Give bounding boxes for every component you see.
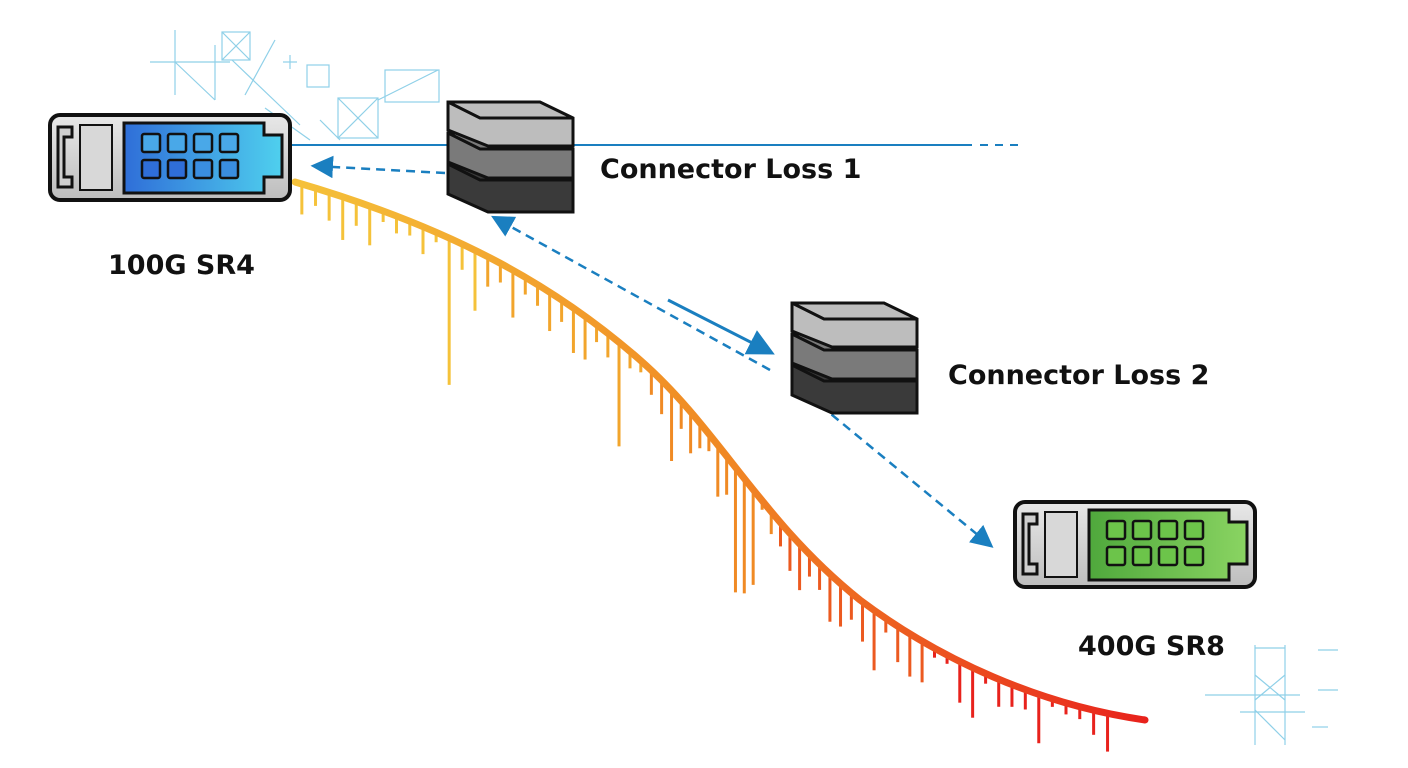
arrow-to-100g xyxy=(310,155,446,179)
decorative-grid-bottom xyxy=(1205,645,1338,745)
signal-decay-spikes xyxy=(300,184,1110,752)
decorative-grid-top xyxy=(150,30,440,141)
signal-loss-curve xyxy=(291,178,1149,724)
arrow-connector-link xyxy=(491,215,771,372)
arrow-to-400g xyxy=(819,404,994,548)
module-label-100g: 100G SR4 xyxy=(108,250,255,281)
arrow-to-connector-2 xyxy=(667,298,775,355)
transceiver-module-icon xyxy=(48,113,292,202)
connector-stack-icon xyxy=(446,100,575,214)
module-label-400g: 400G SR8 xyxy=(1078,631,1225,662)
connector-label-2: Connector Loss 2 xyxy=(948,360,1209,391)
connector-stack-icon xyxy=(790,301,919,415)
transceiver-module-icon xyxy=(1013,500,1257,589)
connector-label-1: Connector Loss 1 xyxy=(600,154,861,185)
